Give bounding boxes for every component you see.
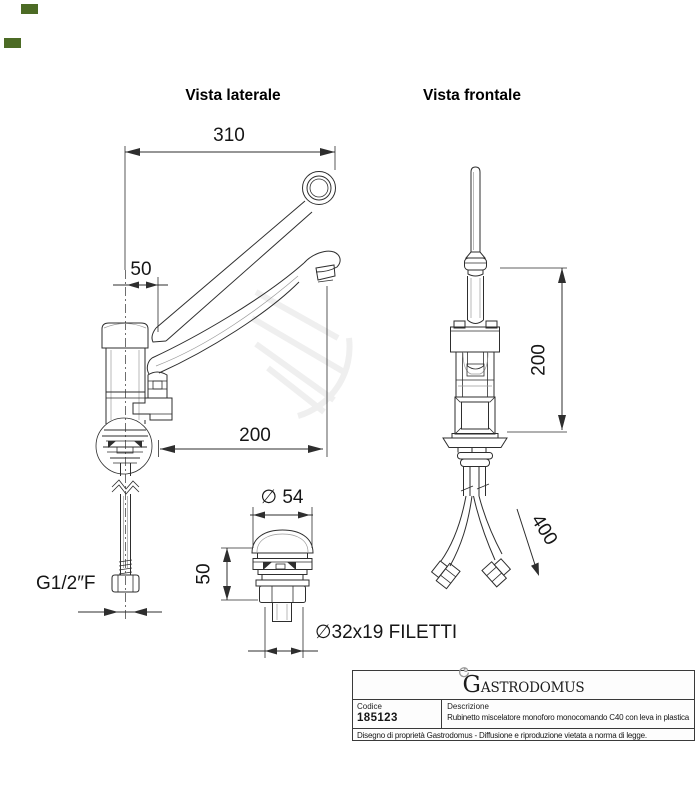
description-label: Descrizione bbox=[447, 702, 489, 711]
spout-base-nut bbox=[147, 371, 168, 399]
faucet-body bbox=[105, 348, 146, 424]
dimension-thread-32x19: ∅32x19 FILETTI bbox=[248, 607, 457, 658]
aerator bbox=[315, 264, 336, 281]
front-view: Vista frontale bbox=[423, 87, 567, 590]
dimension-inlet bbox=[78, 608, 162, 616]
dim-diameter-label: ∅ 54 bbox=[261, 487, 304, 508]
flange-body bbox=[251, 529, 314, 622]
front-spout-tube bbox=[467, 276, 484, 324]
dimension-310: 310 bbox=[124, 125, 336, 270]
front-view-title: Vista frontale bbox=[423, 87, 521, 104]
mounting-detail-circle bbox=[95, 417, 153, 476]
inlet-hex-nut bbox=[111, 574, 140, 593]
dim-400-label: 400 bbox=[527, 511, 562, 549]
flange-detail: ∅ 54 bbox=[194, 487, 457, 658]
dim-50-label: 50 bbox=[130, 259, 151, 280]
front-supply-tubes bbox=[460, 466, 490, 496]
description-cell: Descrizione Rubinetto miscelatore monofo… bbox=[442, 700, 694, 728]
hose-fitting-left bbox=[430, 560, 461, 590]
code-cell: Codice 185123 bbox=[353, 700, 443, 728]
threaded-tail bbox=[111, 479, 140, 575]
mounting-bracket bbox=[132, 397, 173, 421]
side-view-title: Vista laterale bbox=[185, 87, 281, 104]
spout bbox=[146, 250, 341, 375]
logo-wordmark: ASTRODOMUS bbox=[480, 679, 585, 696]
green-marker-2 bbox=[4, 38, 21, 48]
front-lower-block bbox=[454, 396, 496, 435]
arrowhead-right bbox=[320, 148, 335, 156]
arrowhead-left bbox=[125, 148, 140, 156]
front-body bbox=[450, 320, 500, 398]
logo-initial: G bbox=[462, 671, 481, 698]
background-watermark bbox=[250, 289, 353, 419]
title-block-data-row: Codice 185123 Descrizione Rubinetto misc… bbox=[353, 700, 694, 729]
lever-handle bbox=[151, 200, 313, 343]
code-value: 185123 bbox=[357, 712, 398, 724]
side-view: Vista laterale 310 50 bbox=[36, 87, 341, 620]
dimension-50-flange: 50 bbox=[194, 547, 258, 601]
dimension-400: 400 bbox=[516, 508, 562, 576]
flexible-hoses bbox=[430, 495, 512, 590]
green-marker-1 bbox=[21, 4, 38, 14]
dimension-diameter-54 bbox=[250, 507, 313, 548]
dim-200-front-label: 200 bbox=[529, 344, 550, 376]
faucet-body-cap bbox=[101, 322, 149, 349]
front-base-flange bbox=[442, 433, 508, 467]
inlet-thread-label: G1/2″F bbox=[36, 573, 96, 594]
front-lever-rod bbox=[464, 166, 487, 259]
dim-thread-label: ∅32x19 FILETTI bbox=[315, 622, 457, 643]
dim-310-label: 310 bbox=[213, 125, 245, 146]
code-label: Codice bbox=[357, 702, 382, 711]
lever-ring bbox=[302, 171, 336, 205]
description-value: Rubinetto miscelatore monoforo monocoman… bbox=[447, 713, 689, 722]
dim-200-side-label: 200 bbox=[239, 425, 271, 446]
front-joint-cap bbox=[464, 257, 487, 277]
legal-note: Disegno di proprietà Gastrodomus - Diffu… bbox=[357, 730, 647, 740]
dim-50-flange-label: 50 bbox=[194, 563, 215, 584]
dimension-50-side: 50 bbox=[113, 259, 168, 332]
dimension-200-front: 200 bbox=[500, 267, 567, 433]
hose-fitting-right bbox=[481, 558, 512, 588]
dimension-200-side: 200 bbox=[158, 286, 328, 457]
